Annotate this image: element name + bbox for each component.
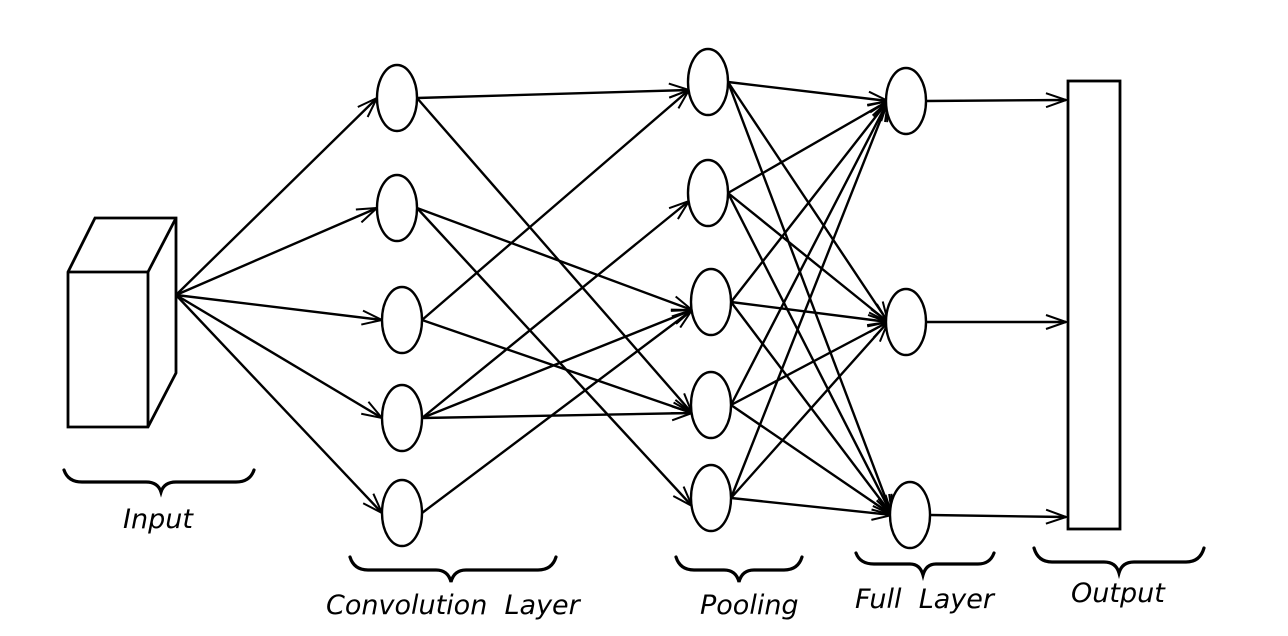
edge-input-conv-3 [175, 293, 382, 320]
pool-node-4 [689, 370, 733, 440]
pool-node-2 [686, 158, 730, 228]
edge-input-conv-4 [175, 293, 382, 418]
edge-full-output-1 [925, 100, 1066, 101]
conv-node-5 [380, 478, 424, 548]
input-label: Input [123, 504, 194, 535]
edge-conv3-pool4 [421, 318, 692, 415]
convolution-brace-icon [348, 555, 558, 583]
input-box-icon [66, 216, 178, 429]
connections [175, 80, 1066, 517]
full-layer-label: Full Layer [855, 584, 996, 615]
edge-pool4-full1 [729, 101, 888, 406]
edge-input-conv-2 [175, 208, 377, 297]
input-brace-icon [62, 468, 256, 498]
full-node-3 [888, 480, 932, 550]
edge-input-conv-1 [175, 98, 377, 296]
pool-node-1 [686, 47, 730, 117]
edge-conv3-pool1 [421, 90, 689, 321]
edge-input-conv-5 [175, 294, 382, 513]
conv-node-4 [380, 383, 424, 453]
edge-conv4-pool2 [421, 201, 689, 419]
output-brace-icon [1032, 546, 1206, 580]
edge-pool4-full2 [730, 322, 888, 407]
conv-node-1 [375, 63, 419, 133]
pooling-brace-icon [674, 555, 804, 583]
edge-conv4-pool3 [421, 310, 692, 420]
edge-pool1-full1 [727, 80, 888, 101]
edge-pool5-full2 [730, 322, 888, 499]
edge-conv2-pool5 [416, 207, 692, 506]
edge-conv1-pool1 [416, 90, 689, 100]
edge-pool2-full1 [727, 101, 888, 195]
conv-node-3 [380, 285, 424, 355]
edge-pool4-full3 [730, 404, 892, 515]
pool-node-5 [689, 463, 733, 533]
edge-pool5-full1 [729, 101, 890, 499]
edge-conv1-pool4 [416, 97, 692, 413]
pooling-label: Pooling [700, 590, 799, 621]
edge-pool3-full1 [730, 101, 888, 303]
edge-conv5-pool3 [421, 310, 692, 514]
full-brace-icon [854, 551, 996, 582]
nodes [375, 47, 932, 550]
edge-pool3-full2 [730, 300, 888, 322]
output-label: Output [1071, 578, 1166, 609]
edge-pool2-full3 [726, 192, 892, 515]
edge-pool5-full3 [730, 496, 892, 515]
full-node-1 [884, 66, 928, 136]
output-box-icon [1066, 79, 1122, 531]
edge-conv2-pool3 [416, 206, 692, 312]
edge-full-output-3 [929, 515, 1066, 517]
conv-node-2 [375, 173, 419, 243]
edge-conv4-pool4 [421, 413, 692, 418]
full-node-2 [884, 287, 928, 357]
convolution-layer-label: Convolution Layer [326, 590, 582, 621]
pool-node-3 [689, 267, 733, 337]
braces [62, 468, 1206, 583]
